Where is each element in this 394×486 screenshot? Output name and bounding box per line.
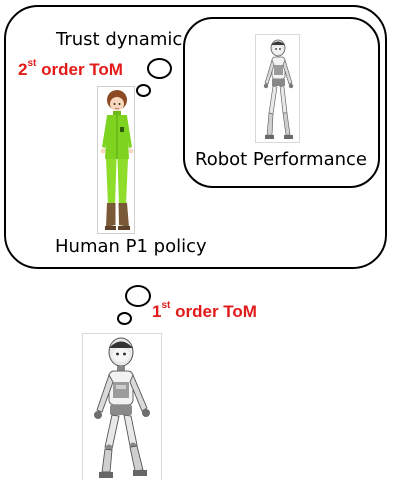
first-order-suffix: st bbox=[161, 300, 171, 311]
robot-large-figure bbox=[94, 337, 150, 478]
thought-bubble-large-lower bbox=[125, 285, 151, 307]
second-order-suffix: st bbox=[27, 58, 37, 69]
first-order-tom-label: 1st order ToM bbox=[152, 300, 257, 321]
human-p1-policy-label: Human P1 policy bbox=[55, 236, 207, 257]
first-order-number: 1 bbox=[152, 302, 162, 321]
second-order-number: 2 bbox=[18, 60, 28, 79]
second-order-text: order ToM bbox=[41, 60, 123, 79]
human-figure bbox=[100, 90, 134, 230]
robot-performance-label: Robot Performance bbox=[195, 149, 367, 170]
thought-bubble-small-lower bbox=[117, 312, 132, 325]
robot-large-frame bbox=[82, 333, 162, 480]
robot-performance-frame bbox=[183, 17, 380, 188]
thought-bubble-large-upper bbox=[147, 58, 172, 79]
first-order-text: order ToM bbox=[175, 302, 257, 321]
human-figure-frame bbox=[97, 86, 135, 234]
thought-bubble-small-upper bbox=[136, 84, 151, 97]
trust-dynamic-label: Trust dynamic bbox=[56, 29, 183, 50]
robot-small-frame bbox=[255, 34, 300, 143]
robot-small-figure bbox=[263, 39, 294, 139]
outer-belief-frame bbox=[4, 5, 387, 269]
second-order-tom-label: 2st order ToM bbox=[18, 58, 123, 79]
